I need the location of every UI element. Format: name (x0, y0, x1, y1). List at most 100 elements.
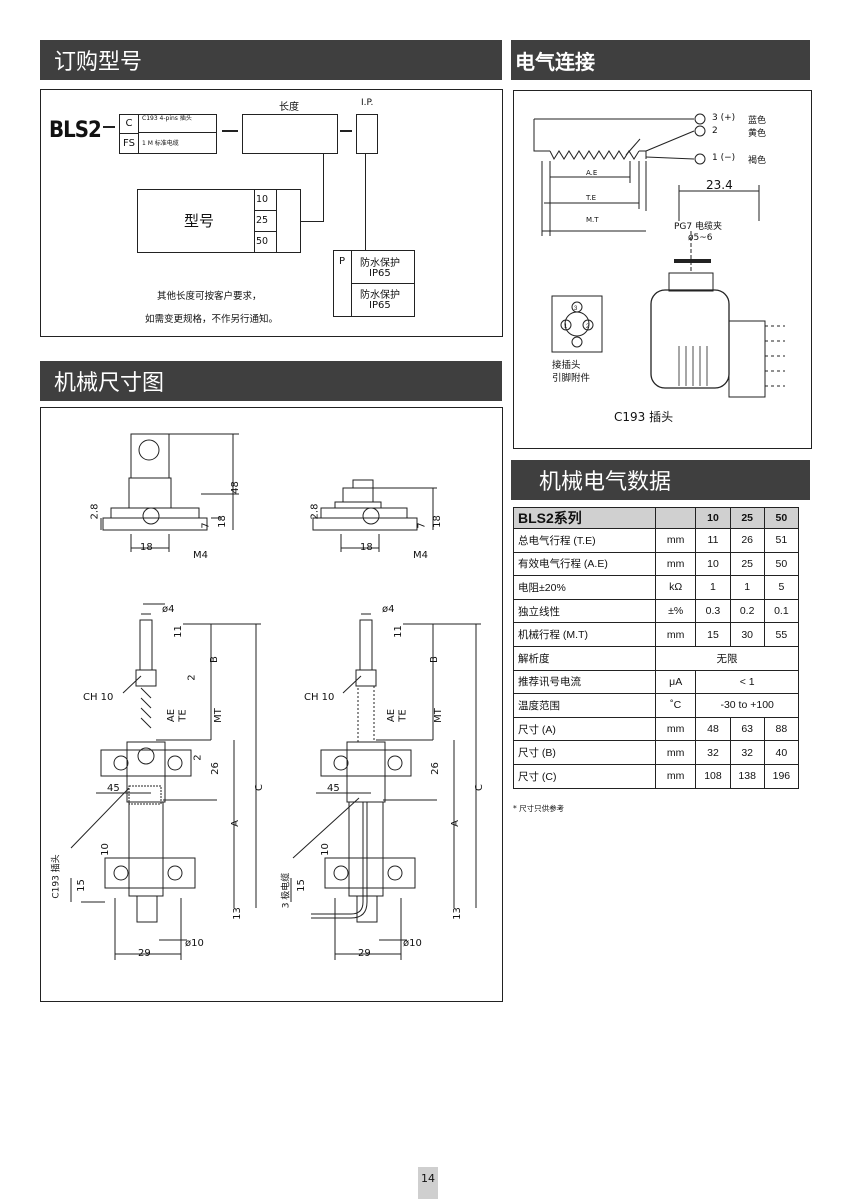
order-title: 订购型号 (54, 50, 143, 75)
option-c-code: C (120, 115, 139, 134)
pin3-color: 蓝色 (748, 116, 767, 126)
dim-ae-right: AE (386, 708, 398, 723)
pg7-label: PG7 电缆夹 (674, 222, 722, 232)
dia-label: ø5~6 (688, 233, 713, 243)
pin1-color: 褐色 (748, 156, 767, 166)
protection-ip-2: IP65 (369, 300, 391, 311)
dim-26-left: 26 (209, 762, 221, 775)
section-header-electrical: 电气连接 (511, 40, 810, 80)
dim-15-left: 15 (75, 879, 87, 892)
te-label: T.E (586, 194, 597, 202)
dim-ae-left: AE (166, 708, 178, 723)
dim-b-left: B (208, 656, 220, 663)
svg-text:3: 3 (574, 306, 578, 312)
order-note-1: 其他长度可按客户要求， (157, 291, 262, 302)
pin-layout-label-1: 接插头 (552, 360, 581, 371)
length-label: 长度 (279, 102, 299, 113)
length-option-50: 50 (256, 236, 269, 247)
section-header-mechanical: 机械尺寸图 (40, 361, 502, 401)
dim-7-right: 7 (416, 522, 428, 529)
dim-m4-right: M4 (413, 550, 428, 561)
dim-29-right: 29 (358, 948, 371, 959)
dim-10-right: 10 (319, 843, 331, 856)
protection-text-2: 防水保护 (360, 290, 400, 301)
order-note-2: 如需变更规格，不作另行通知。 (145, 314, 279, 325)
spec-table-header: BLS2系列 10 25 50 (513, 507, 800, 529)
dim-2-8-right: 2.8 (309, 503, 321, 520)
section-header-order: 订购型号 (40, 40, 502, 80)
dim-dia10-right: ø10 (403, 938, 422, 949)
dim-45-right: 45 (327, 783, 340, 794)
ae-label: A.E (586, 169, 598, 177)
pin2-color: 黄色 (748, 129, 767, 139)
dim-29-left: 29 (138, 948, 151, 959)
connection-option-box: C C193 4-pins 插头 FS 1 M 标准电缆 (119, 114, 217, 154)
data-title: 机械电气数据 (539, 470, 672, 495)
ip-box (356, 114, 378, 154)
size-10: 10 (695, 507, 731, 529)
length-option-25: 25 (256, 215, 269, 226)
electrical-title: 电气连接 (515, 49, 595, 74)
dim-13-right: 13 (451, 907, 463, 920)
type-box: 型号 10 25 50 (137, 189, 301, 253)
spec-title: BLS2系列 (513, 507, 656, 529)
table-row: 温度范围˚C-30 to +100 (513, 693, 799, 718)
mechanical-title: 机械尺寸图 (54, 371, 165, 396)
page-number: 14 (418, 1167, 438, 1199)
dim-23-4: 23.4 (706, 178, 733, 192)
svg-text:1: 1 (564, 324, 568, 330)
plug-label: C193 插头 (614, 410, 674, 424)
dim-te-left: TE (177, 709, 189, 722)
dash-1 (222, 130, 238, 132)
dash-2 (340, 130, 352, 132)
pin2-label: 2 (712, 126, 718, 136)
pin-layout-label-2: 引脚附件 (552, 373, 591, 384)
mechanical-panel: 2.8 18 48 7 18 M4 2.8 18 7 18 M4 ø4 11 B… (40, 407, 503, 1002)
type-label: 型号 (184, 212, 215, 230)
dim-13-left: 13 (231, 907, 243, 920)
electrical-panel: 3 1 2 3 (+) 蓝色 2 黄色 1 (−) 褐色 A.E T.E M.T… (513, 90, 812, 449)
table-footnote: * 尺寸只供参考 (513, 804, 565, 813)
option-fs-desc: 1 M 标准电缆 (142, 140, 179, 147)
dim-48: 48 (229, 481, 241, 494)
model-code: BLS2 (49, 118, 102, 143)
c193-plug-label: C193 插头 (51, 854, 62, 899)
pin3-label: 3 (+) (712, 113, 736, 123)
dim-11-left: 11 (172, 625, 184, 638)
dim-11-right: 11 (392, 625, 404, 638)
dim-2-top-left: 2 (186, 674, 198, 681)
dim-mt-left: MT (212, 708, 224, 723)
dim-dia10-left: ø10 (185, 938, 204, 949)
dim-18-right-h: 18 (360, 542, 373, 553)
length-box (242, 114, 338, 154)
dim-c-left: C (253, 784, 265, 791)
size-50: 50 (763, 507, 800, 529)
length-connector-v (323, 153, 324, 221)
dim-c-right: C (473, 784, 485, 791)
model-dash (103, 126, 115, 128)
dim-a-left: A (229, 820, 241, 827)
dim-mt-right: MT (432, 708, 444, 723)
protection-text-1: 防水保护 (360, 258, 400, 269)
mt-label: M.T (586, 216, 599, 224)
section-header-data: 机械电气数据 (511, 460, 810, 500)
dim-te-right: TE (397, 709, 409, 722)
pin1-label: 1 (−) (712, 153, 736, 163)
dim-dia4-right: ø4 (382, 604, 395, 615)
option-c-desc: C193 4-pins 插头 (139, 115, 216, 133)
ch10-right: CH 10 (304, 692, 335, 703)
ip-label: I.P. (361, 98, 374, 108)
dim-m4-left: M4 (193, 550, 208, 561)
order-panel: BLS2 C C193 4-pins 插头 FS 1 M 标准电缆 长度 I.P… (40, 89, 503, 337)
protection-p-code: P (339, 256, 346, 267)
